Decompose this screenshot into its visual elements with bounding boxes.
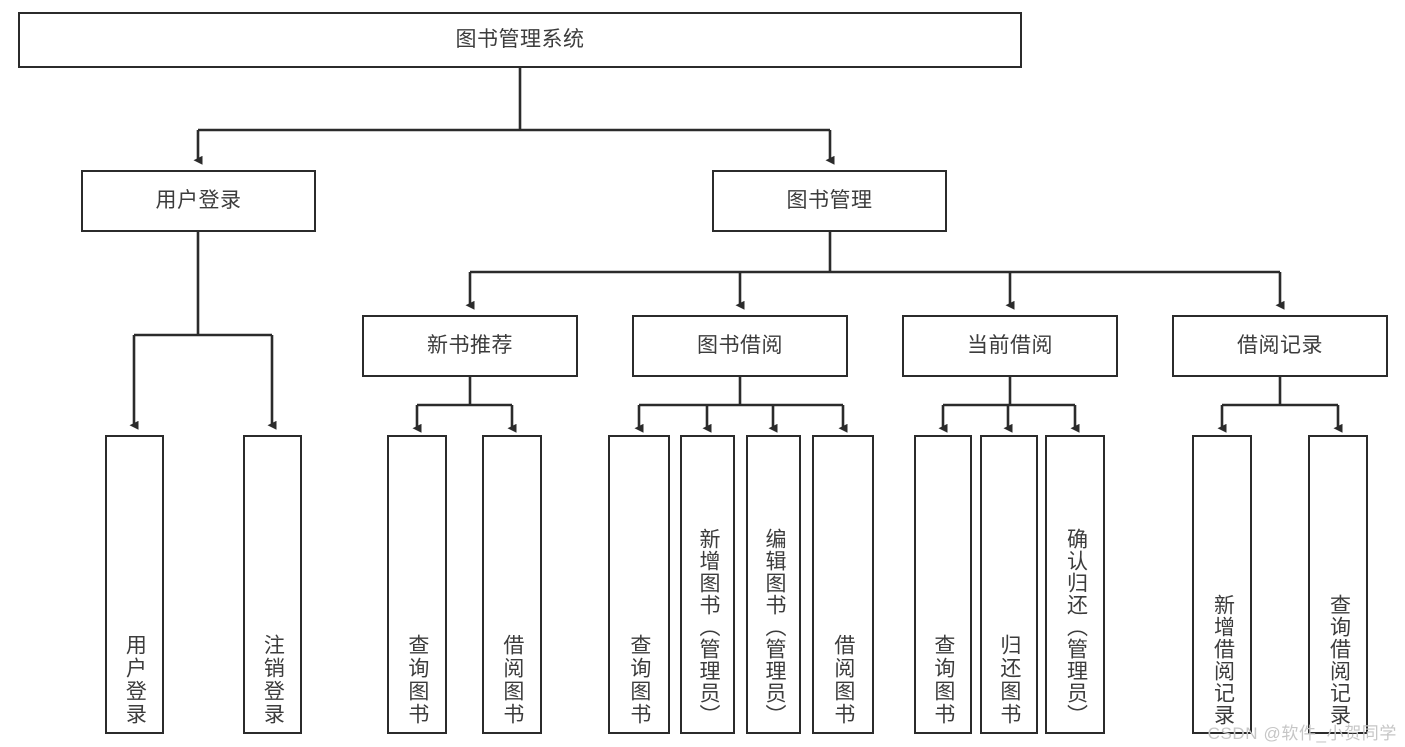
book-borrow-connectors — [634, 377, 848, 433]
leaf-label: 查询借阅记录 — [1327, 594, 1351, 726]
leaf-label: 归还图书 — [997, 634, 1021, 726]
level2-book-manage-connectors — [465, 232, 1285, 310]
borrow-record-connectors — [1217, 377, 1343, 433]
leaf-label: 借阅图书 — [831, 634, 855, 726]
node-label: 当前借阅 — [967, 334, 1053, 358]
leaf-query-book-recommend[interactable]: 查询图书 — [387, 435, 447, 734]
leaf-label: 确认归还（管理员） — [1064, 528, 1088, 726]
leaf-confirm-return-admin[interactable]: 确认归还（管理员） — [1045, 435, 1105, 734]
leaf-return-book[interactable]: 归还图书 — [980, 435, 1038, 734]
current-borrow-connectors — [938, 377, 1080, 433]
node-label: 图书管理 — [786, 189, 873, 213]
root-to-level2-connectors — [193, 68, 835, 165]
node-label: 用户登录 — [155, 189, 242, 213]
leaf-label: 编辑图书（管理员） — [762, 528, 786, 726]
leaf-logout[interactable]: 注销登录 — [243, 435, 302, 734]
node-label: 新书推荐 — [427, 334, 513, 358]
node-new-book-recommend[interactable]: 新书推荐 — [362, 315, 578, 377]
leaf-label: 新增借阅记录 — [1211, 594, 1235, 726]
leaf-label: 注销登录 — [261, 634, 285, 726]
leaf-edit-book-admin[interactable]: 编辑图书（管理员） — [746, 435, 801, 734]
leaf-label: 借阅图书 — [500, 634, 524, 726]
leaf-query-borrow-record[interactable]: 查询借阅记录 — [1308, 435, 1368, 734]
leaf-borrow-book[interactable]: 借阅图书 — [812, 435, 874, 734]
new-book-recommend-connectors — [412, 377, 517, 433]
node-borrow-record[interactable]: 借阅记录 — [1172, 315, 1388, 377]
leaf-label: 查询图书 — [627, 634, 651, 726]
leaf-add-borrow-record[interactable]: 新增借阅记录 — [1192, 435, 1252, 734]
leaf-add-book-admin[interactable]: 新增图书（管理员） — [680, 435, 735, 734]
leaf-query-book-current[interactable]: 查询图书 — [914, 435, 972, 734]
node-label: 图书借阅 — [697, 334, 783, 358]
leaf-borrow-book-recommend[interactable]: 借阅图书 — [482, 435, 542, 734]
node-book-borrow[interactable]: 图书借阅 — [632, 315, 848, 377]
level2-user-login-connectors — [129, 232, 277, 430]
leaf-user-login[interactable]: 用户登录 — [105, 435, 164, 734]
leaf-label: 新增图书（管理员） — [696, 528, 720, 726]
leaf-query-book-borrow[interactable]: 查询图书 — [608, 435, 670, 734]
node-root-library-system[interactable]: 图书管理系统 — [18, 12, 1022, 68]
node-label: 图书管理系统 — [455, 28, 585, 52]
leaf-label: 查询图书 — [405, 634, 429, 726]
node-book-management[interactable]: 图书管理 — [712, 170, 947, 232]
leaf-label: 查询图书 — [931, 634, 955, 726]
node-label: 借阅记录 — [1237, 334, 1323, 358]
leaf-label: 用户登录 — [123, 634, 147, 726]
node-user-login[interactable]: 用户登录 — [81, 170, 316, 232]
node-current-borrow[interactable]: 当前借阅 — [902, 315, 1118, 377]
